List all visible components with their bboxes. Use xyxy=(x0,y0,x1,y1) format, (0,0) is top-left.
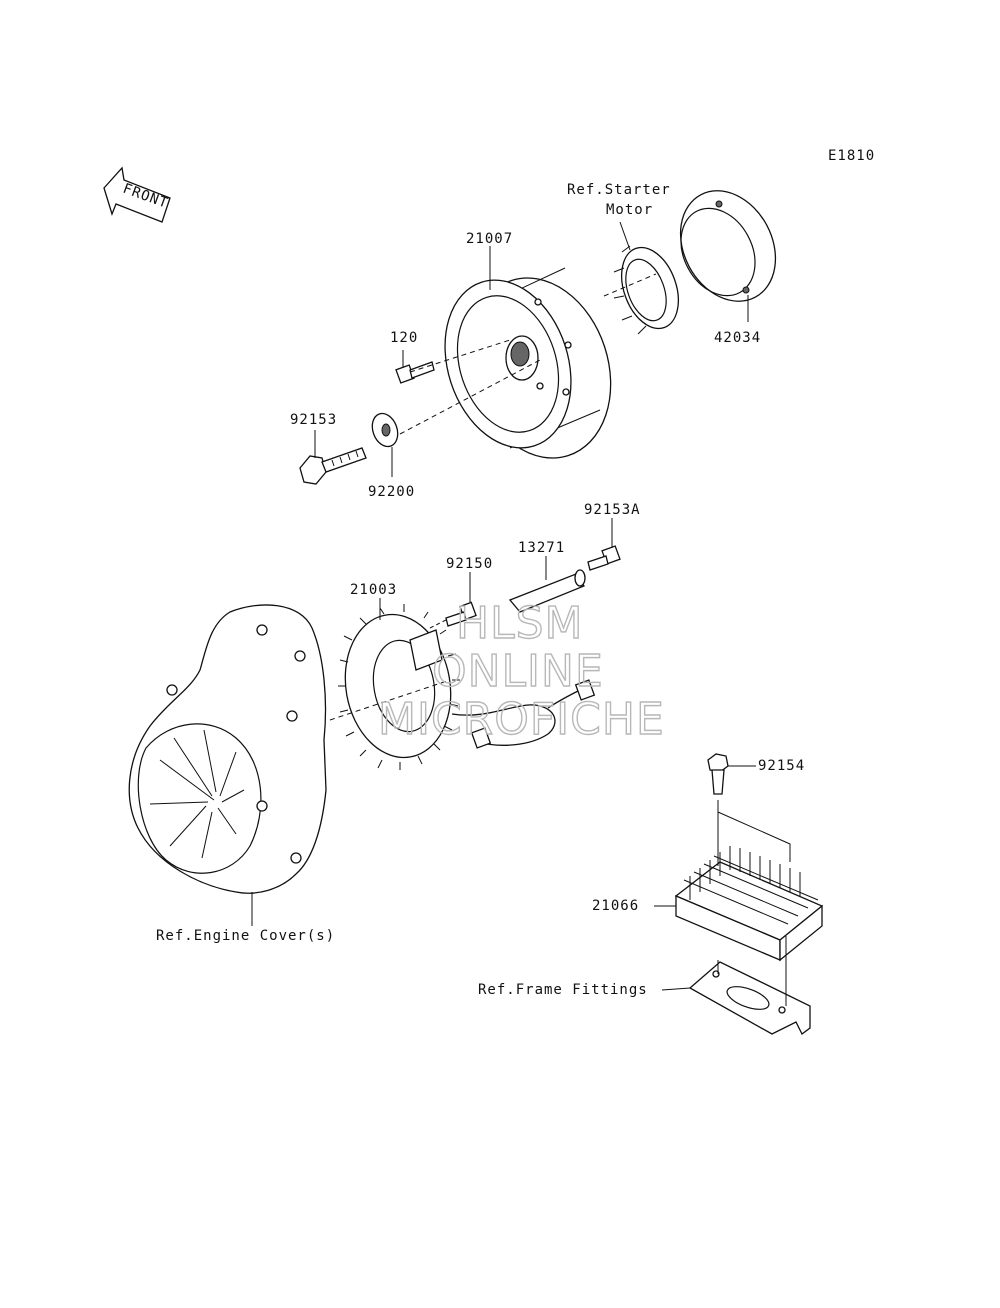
starter-clutch-part xyxy=(613,245,679,335)
label-engine-cover-ref: Ref.Engine Cover(s) xyxy=(156,928,335,944)
stator-part-21003[interactable] xyxy=(334,604,461,770)
label-21007: 21007 xyxy=(466,231,513,247)
front-arrow-icon: FRONT xyxy=(103,166,171,223)
regulator-part-21066[interactable] xyxy=(674,846,824,962)
frame-bracket-part xyxy=(688,961,811,1035)
ring-part-42034[interactable] xyxy=(662,174,794,318)
label-42034: 42034 xyxy=(714,330,761,346)
diagram-code: E1810 xyxy=(828,148,875,164)
label-92153a: 92153A xyxy=(584,502,641,518)
label-frame-fittings-ref: Ref.Frame Fittings xyxy=(478,982,648,998)
watermark-line-2: ONLINE xyxy=(432,646,604,697)
label-92154: 92154 xyxy=(758,758,805,774)
bolt-part-92153[interactable] xyxy=(299,447,367,485)
label-92153: 92153 xyxy=(290,412,337,428)
label-21066: 21066 xyxy=(592,898,639,914)
harness-part-13271[interactable] xyxy=(451,569,596,749)
watermark-line-3: MICROFICHE xyxy=(378,694,665,745)
bolt-part-120[interactable] xyxy=(395,361,435,384)
label-92150: 92150 xyxy=(446,556,493,572)
rotor-part-21007[interactable] xyxy=(424,259,633,476)
label-120: 120 xyxy=(390,330,418,346)
watermark-line-1: HLSM xyxy=(456,598,584,649)
washer-part-92200[interactable] xyxy=(368,410,402,450)
screw-part-92150[interactable] xyxy=(445,601,477,627)
bolt-part-92154[interactable] xyxy=(707,753,729,795)
label-92200: 92200 xyxy=(368,484,415,500)
label-starter-ref-1: Ref.Starter xyxy=(567,182,671,198)
watermark: HLSM ONLINE MICROFICHE xyxy=(377,597,665,745)
screw-part-92153a[interactable] xyxy=(587,545,621,571)
engine-cover-part xyxy=(128,604,327,894)
label-starter-ref-2: Motor xyxy=(606,202,653,218)
label-21003: 21003 xyxy=(350,582,397,598)
label-13271: 13271 xyxy=(518,540,565,556)
